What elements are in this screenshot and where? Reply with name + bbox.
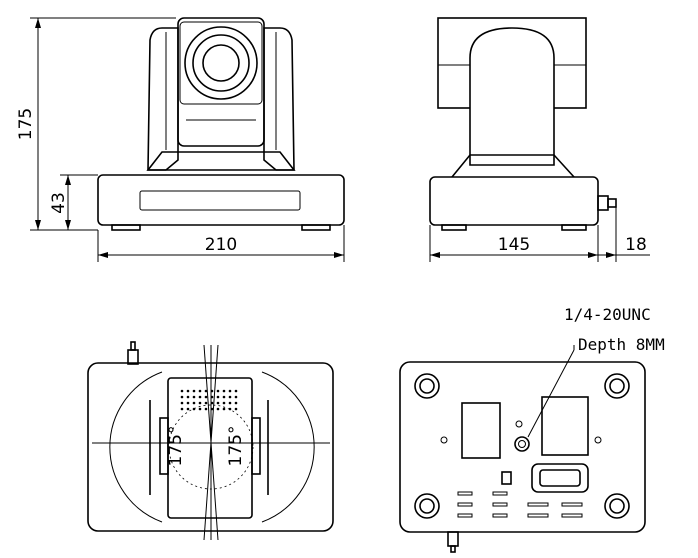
bottom-foot-tr	[604, 373, 630, 399]
front-view	[97, 17, 345, 231]
front-camera-body	[177, 17, 265, 147]
bottom-pad-left	[461, 402, 501, 459]
bottom-foot-tl	[414, 373, 440, 399]
bottom-foot-bl	[414, 493, 440, 519]
side-foot-left	[441, 224, 467, 231]
bottom-view: 1/4-20UNC Depth 8MM	[399, 305, 665, 553]
depth-label: Depth 8MM	[578, 335, 665, 354]
front-arm-left	[147, 27, 179, 171]
top-bracket-right	[251, 417, 261, 475]
top-connector-body	[127, 349, 139, 365]
thread-label: 1/4-20UNC	[564, 305, 651, 324]
bottom-foot-br	[604, 493, 630, 519]
front-yoke-bottom	[146, 151, 296, 171]
dim-base-height: 43	[49, 174, 98, 230]
top-pan-arc-right	[261, 371, 315, 523]
side-foot-right	[561, 224, 587, 231]
side-connector-body	[597, 195, 609, 211]
top-angle-line-2	[203, 344, 219, 541]
bottom-base-outline	[399, 361, 646, 533]
front-lens-glass	[202, 44, 240, 82]
dim-145-label: 145	[498, 235, 530, 255]
pan-angle-left-label: 175°	[166, 426, 186, 467]
front-lens-housing	[179, 21, 263, 105]
dim-175-label: 175	[16, 108, 36, 140]
bottom-vent-slots	[457, 491, 583, 518]
front-base	[97, 174, 345, 226]
top-connector-tip	[130, 341, 136, 351]
front-foot-right	[301, 224, 331, 231]
front-lens-outer	[184, 26, 258, 100]
bottom-pad-right	[541, 396, 589, 456]
side-arm	[469, 27, 555, 166]
bottom-tripod-mount	[514, 436, 530, 452]
front-lens-ring	[192, 34, 250, 92]
dim-width-front: 210	[97, 225, 345, 262]
top-pan-arc-left	[109, 371, 163, 523]
dim-connector: 18	[598, 207, 650, 262]
dim-43-label: 43	[49, 192, 69, 214]
front-arm-right	[263, 27, 295, 171]
bottom-small-rect	[501, 471, 512, 485]
dim-210-label: 210	[205, 235, 237, 255]
dim-depth-side: 145	[429, 225, 599, 262]
side-connector-tip	[607, 198, 617, 208]
dim-height-total: 175	[16, 17, 176, 231]
pan-angle-right-label: 175°	[226, 426, 246, 467]
side-view	[429, 17, 617, 231]
bottom-connector-body	[447, 531, 459, 547]
thread-leader-line	[527, 349, 575, 438]
front-foot-left	[111, 224, 141, 231]
top-bracket-left	[159, 417, 169, 475]
top-vent-grid	[180, 389, 238, 411]
top-view: 175° 175°	[87, 341, 334, 541]
side-base	[429, 176, 599, 226]
front-base-slot	[139, 190, 301, 211]
bottom-connector-housing	[531, 463, 589, 493]
side-yoke-base	[451, 154, 575, 178]
dim-18-label: 18	[625, 235, 647, 255]
